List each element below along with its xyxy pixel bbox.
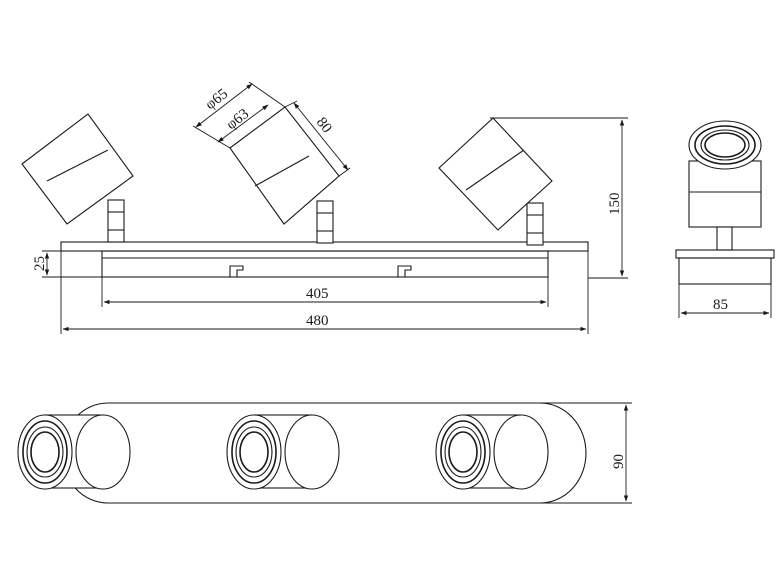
dim-overall-length: 480 <box>60 251 589 334</box>
dim-width-label: 90 <box>611 454 627 469</box>
keyhole-slot <box>397 265 412 277</box>
dim-inner-diameter: φ63 <box>224 106 253 133</box>
dim-height: 150 <box>490 117 628 279</box>
dim-back-plate-label: 405 <box>306 286 329 302</box>
keyhole-slot <box>229 265 244 277</box>
dim-back-plate: 405 <box>101 277 549 307</box>
dim-height-label: 150 <box>607 193 623 216</box>
spotlight-left <box>21 113 134 243</box>
side-view: 85 <box>675 120 775 318</box>
mounting-bar <box>60 241 589 278</box>
spotlight-right <box>438 117 553 246</box>
dim-head-length: 80 <box>313 115 335 137</box>
top-head-right <box>435 414 549 490</box>
dim-outer-diameter: φ65 <box>203 86 232 113</box>
top-view: 90 <box>17 402 632 504</box>
top-head-center <box>226 414 340 490</box>
front-view: φ65 φ63 80 150 25 405 <box>21 81 628 334</box>
dim-overall-label: 480 <box>306 313 329 329</box>
dim-side-depth-label: 85 <box>713 297 728 313</box>
top-head-left <box>17 414 131 490</box>
dim-base-thickness: 25 <box>32 250 102 278</box>
dim-base-label: 25 <box>32 256 48 271</box>
